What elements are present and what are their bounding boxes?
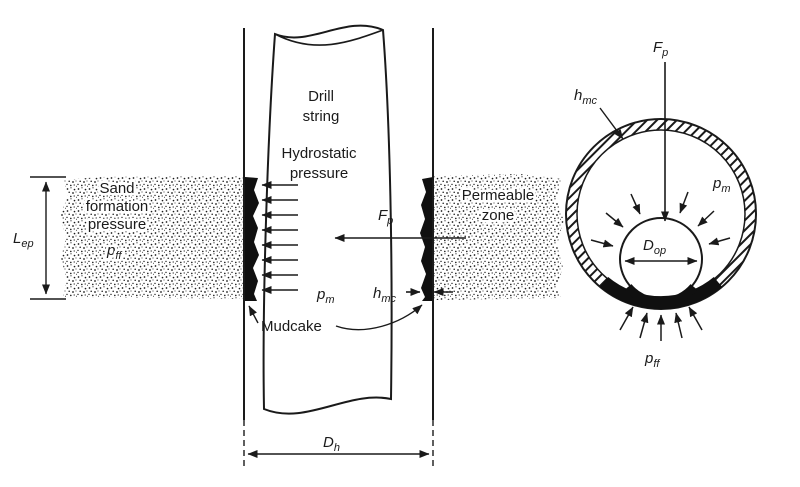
wellbore-cross-section-figure: Fp hmc pm Dop pff: [565, 39, 757, 370]
permeable-zone-label-line1: Permeable: [462, 187, 535, 204]
pff-pressure-arrows: [619, 306, 703, 341]
mudcake-strip-right: [420, 177, 433, 301]
contact-pipe-band: [624, 283, 698, 307]
sand-formation-band: [60, 176, 244, 299]
drill-string-body: [262, 24, 393, 415]
permeable-zone-band: [433, 174, 564, 300]
permeable-zone-label-line2: zone: [482, 207, 515, 224]
mudcake-strip-left: [245, 177, 259, 301]
dh-extension-lines: [243, 420, 434, 467]
hmc-symbol-right: hmc: [574, 87, 598, 107]
hydrostatic-label-line2: pressure: [290, 165, 348, 182]
borehole-walls: [243, 28, 434, 420]
hydrostatic-pressure-arrows: [261, 181, 298, 294]
sand-formation-label-line1: Sand: [99, 180, 134, 197]
dh-symbol: Dh: [323, 434, 340, 454]
sand-formation-label-line2: formation: [86, 198, 149, 215]
pff-symbol-right: pff: [644, 350, 660, 370]
fp-symbol-left: Fp: [378, 207, 393, 227]
pm-symbol-left: pm: [316, 286, 335, 306]
lep-dimension: [30, 176, 66, 300]
hydrostatic-label-line1: Hydrostatic: [281, 145, 357, 162]
pm-pressure-arrows: [590, 191, 731, 248]
mudcake-leaders: [248, 304, 423, 331]
pm-symbol-right: pm: [712, 175, 731, 195]
mudcake-label: Mudcake: [261, 318, 322, 335]
sand-formation-label-line3: pressure: [88, 216, 146, 233]
drill-string-label-line1: Drill: [308, 88, 334, 105]
drill-string-top-rim: [274, 29, 384, 46]
drill-string-label-line2: string: [303, 108, 340, 125]
lep-symbol: Lep: [13, 230, 34, 250]
wellbore-section-figure: Drill string Hydrostatic pressure Sand f…: [13, 24, 564, 467]
fp-symbol-right: Fp: [653, 39, 668, 59]
hmc-symbol-left: hmc: [373, 285, 397, 305]
hmc-leader-arrow: [599, 107, 624, 140]
dop-symbol: Dop: [643, 237, 666, 257]
